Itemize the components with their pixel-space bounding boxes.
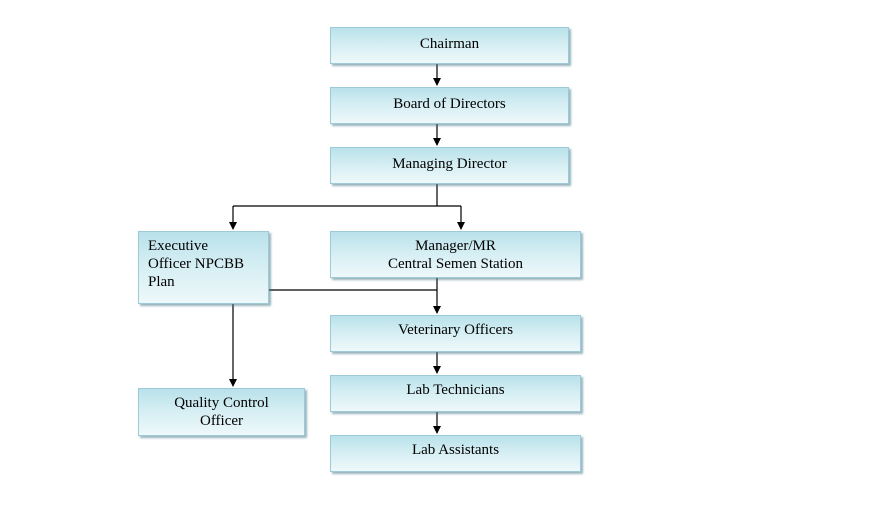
manager-label: Manager/MR Central Semen Station xyxy=(388,238,523,272)
managing-director-label: Managing Director xyxy=(392,156,507,172)
managing-director-box: Managing Director xyxy=(330,147,569,184)
quality-control-officer-label: Quality Control Officer xyxy=(174,395,269,429)
board-of-directors-box: Board of Directors xyxy=(330,87,569,124)
chairman-box: Chairman xyxy=(330,27,569,64)
lab-assistants-box: Lab Assistants xyxy=(330,435,581,472)
lab-technicians-label: Lab Technicians xyxy=(406,382,505,398)
executive-officer-label: Executive Officer NPCBB Plan xyxy=(148,238,244,290)
manager-box: Manager/MR Central Semen Station xyxy=(330,231,581,278)
veterinary-officers-label: Veterinary Officers xyxy=(397,322,514,338)
lab-assistants-label: Lab Assistants xyxy=(411,442,500,458)
chairman-label: Chairman xyxy=(419,36,480,52)
veterinary-officers-box: Veterinary Officers xyxy=(330,315,581,352)
quality-control-officer-box: Quality Control Officer xyxy=(138,388,305,436)
executive-officer-box: Executive Officer NPCBB Plan xyxy=(138,231,269,304)
board-of-directors-label: Board of Directors xyxy=(393,96,506,112)
lab-technicians-box: Lab Technicians xyxy=(330,375,581,412)
